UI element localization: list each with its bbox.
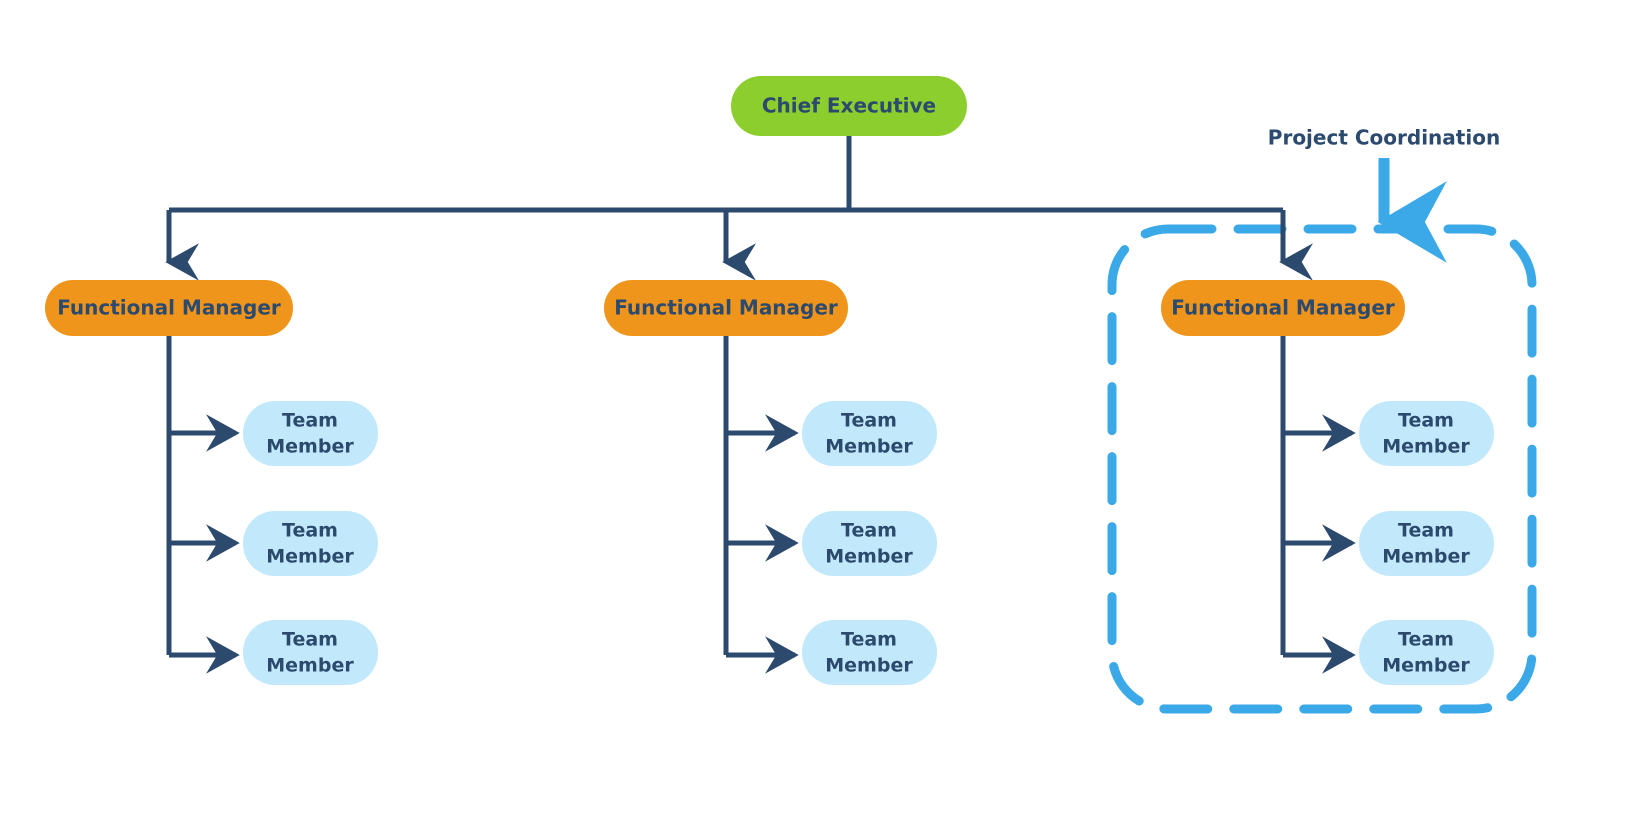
team-member-3-3-shape — [1359, 620, 1494, 685]
functional-manager-1-label: Functional Manager — [57, 296, 281, 320]
node-functional-manager-2[interactable]: Functional Manager — [604, 280, 848, 336]
node-team-member-2-1[interactable]: Team Member — [802, 401, 937, 466]
node-team-member-3-3[interactable]: Team Member — [1359, 620, 1494, 685]
team-member-1-3-label-line1: Team — [282, 629, 338, 651]
team-member-1-3-label-line2: Member — [266, 655, 354, 677]
team-member-2-2-shape — [802, 511, 937, 576]
team-member-2-2-label-line1: Team — [841, 520, 897, 542]
node-team-member-1-2[interactable]: Team Member — [243, 511, 378, 576]
node-functional-manager-3[interactable]: Functional Manager — [1161, 280, 1405, 336]
team-member-2-2-label-line2: Member — [825, 546, 913, 568]
team-member-2-3-shape — [802, 620, 937, 685]
team-member-1-3-shape — [243, 620, 378, 685]
team-member-1-2-label-line2: Member — [266, 546, 354, 568]
functional-manager-3-shape — [1161, 280, 1405, 336]
team-member-1-1-label-line1: Team — [282, 410, 338, 432]
functional-manager-2-shape — [604, 280, 848, 336]
team-member-3-2-label-line1: Team — [1398, 520, 1454, 542]
column-2-group: Functional Manager Team Member Team Memb… — [604, 280, 937, 685]
team-member-2-1-label-line2: Member — [825, 436, 913, 458]
node-functional-manager-1[interactable]: Functional Manager — [45, 280, 293, 336]
team-member-3-1-label-line1: Team — [1398, 410, 1454, 432]
column-1-group: Functional Manager Team Member Team Memb… — [45, 280, 378, 685]
node-team-member-2-2[interactable]: Team Member — [802, 511, 937, 576]
team-member-1-1-shape — [243, 401, 378, 466]
chief-executive-shape — [731, 76, 967, 136]
node-team-member-1-1[interactable]: Team Member — [243, 401, 378, 466]
node-team-member-3-2[interactable]: Team Member — [1359, 511, 1494, 576]
team-member-3-1-label-line2: Member — [1382, 436, 1470, 458]
team-member-3-3-label-line1: Team — [1398, 629, 1454, 651]
team-member-1-2-label-line1: Team — [282, 520, 338, 542]
team-member-3-3-label-line2: Member — [1382, 655, 1470, 677]
node-team-member-1-3[interactable]: Team Member — [243, 620, 378, 685]
functional-manager-2-label: Functional Manager — [614, 296, 838, 320]
team-member-2-1-label-line1: Team — [841, 410, 897, 432]
column-3-group: Functional Manager Team Member Team Memb… — [1161, 280, 1494, 685]
team-member-1-1-label-line2: Member — [266, 436, 354, 458]
team-member-3-1-shape — [1359, 401, 1494, 466]
functional-manager-3-label: Functional Manager — [1171, 296, 1395, 320]
team-member-3-2-shape — [1359, 511, 1494, 576]
team-member-2-3-label-line2: Member — [825, 655, 913, 677]
team-member-1-2-shape — [243, 511, 378, 576]
chief-executive-label: Chief Executive — [762, 94, 936, 118]
team-member-2-3-label-line1: Team — [841, 629, 897, 651]
team-member-3-2-label-line2: Member — [1382, 546, 1470, 568]
functional-manager-1-shape — [45, 280, 293, 336]
node-chief-executive[interactable]: Chief Executive — [731, 76, 967, 136]
node-team-member-2-3[interactable]: Team Member — [802, 620, 937, 685]
team-member-2-1-shape — [802, 401, 937, 466]
node-team-member-3-1[interactable]: Team Member — [1359, 401, 1494, 466]
project-coordination-label: Project Coordination — [1268, 126, 1500, 150]
project-highlight-box — [1107, 224, 1537, 714]
